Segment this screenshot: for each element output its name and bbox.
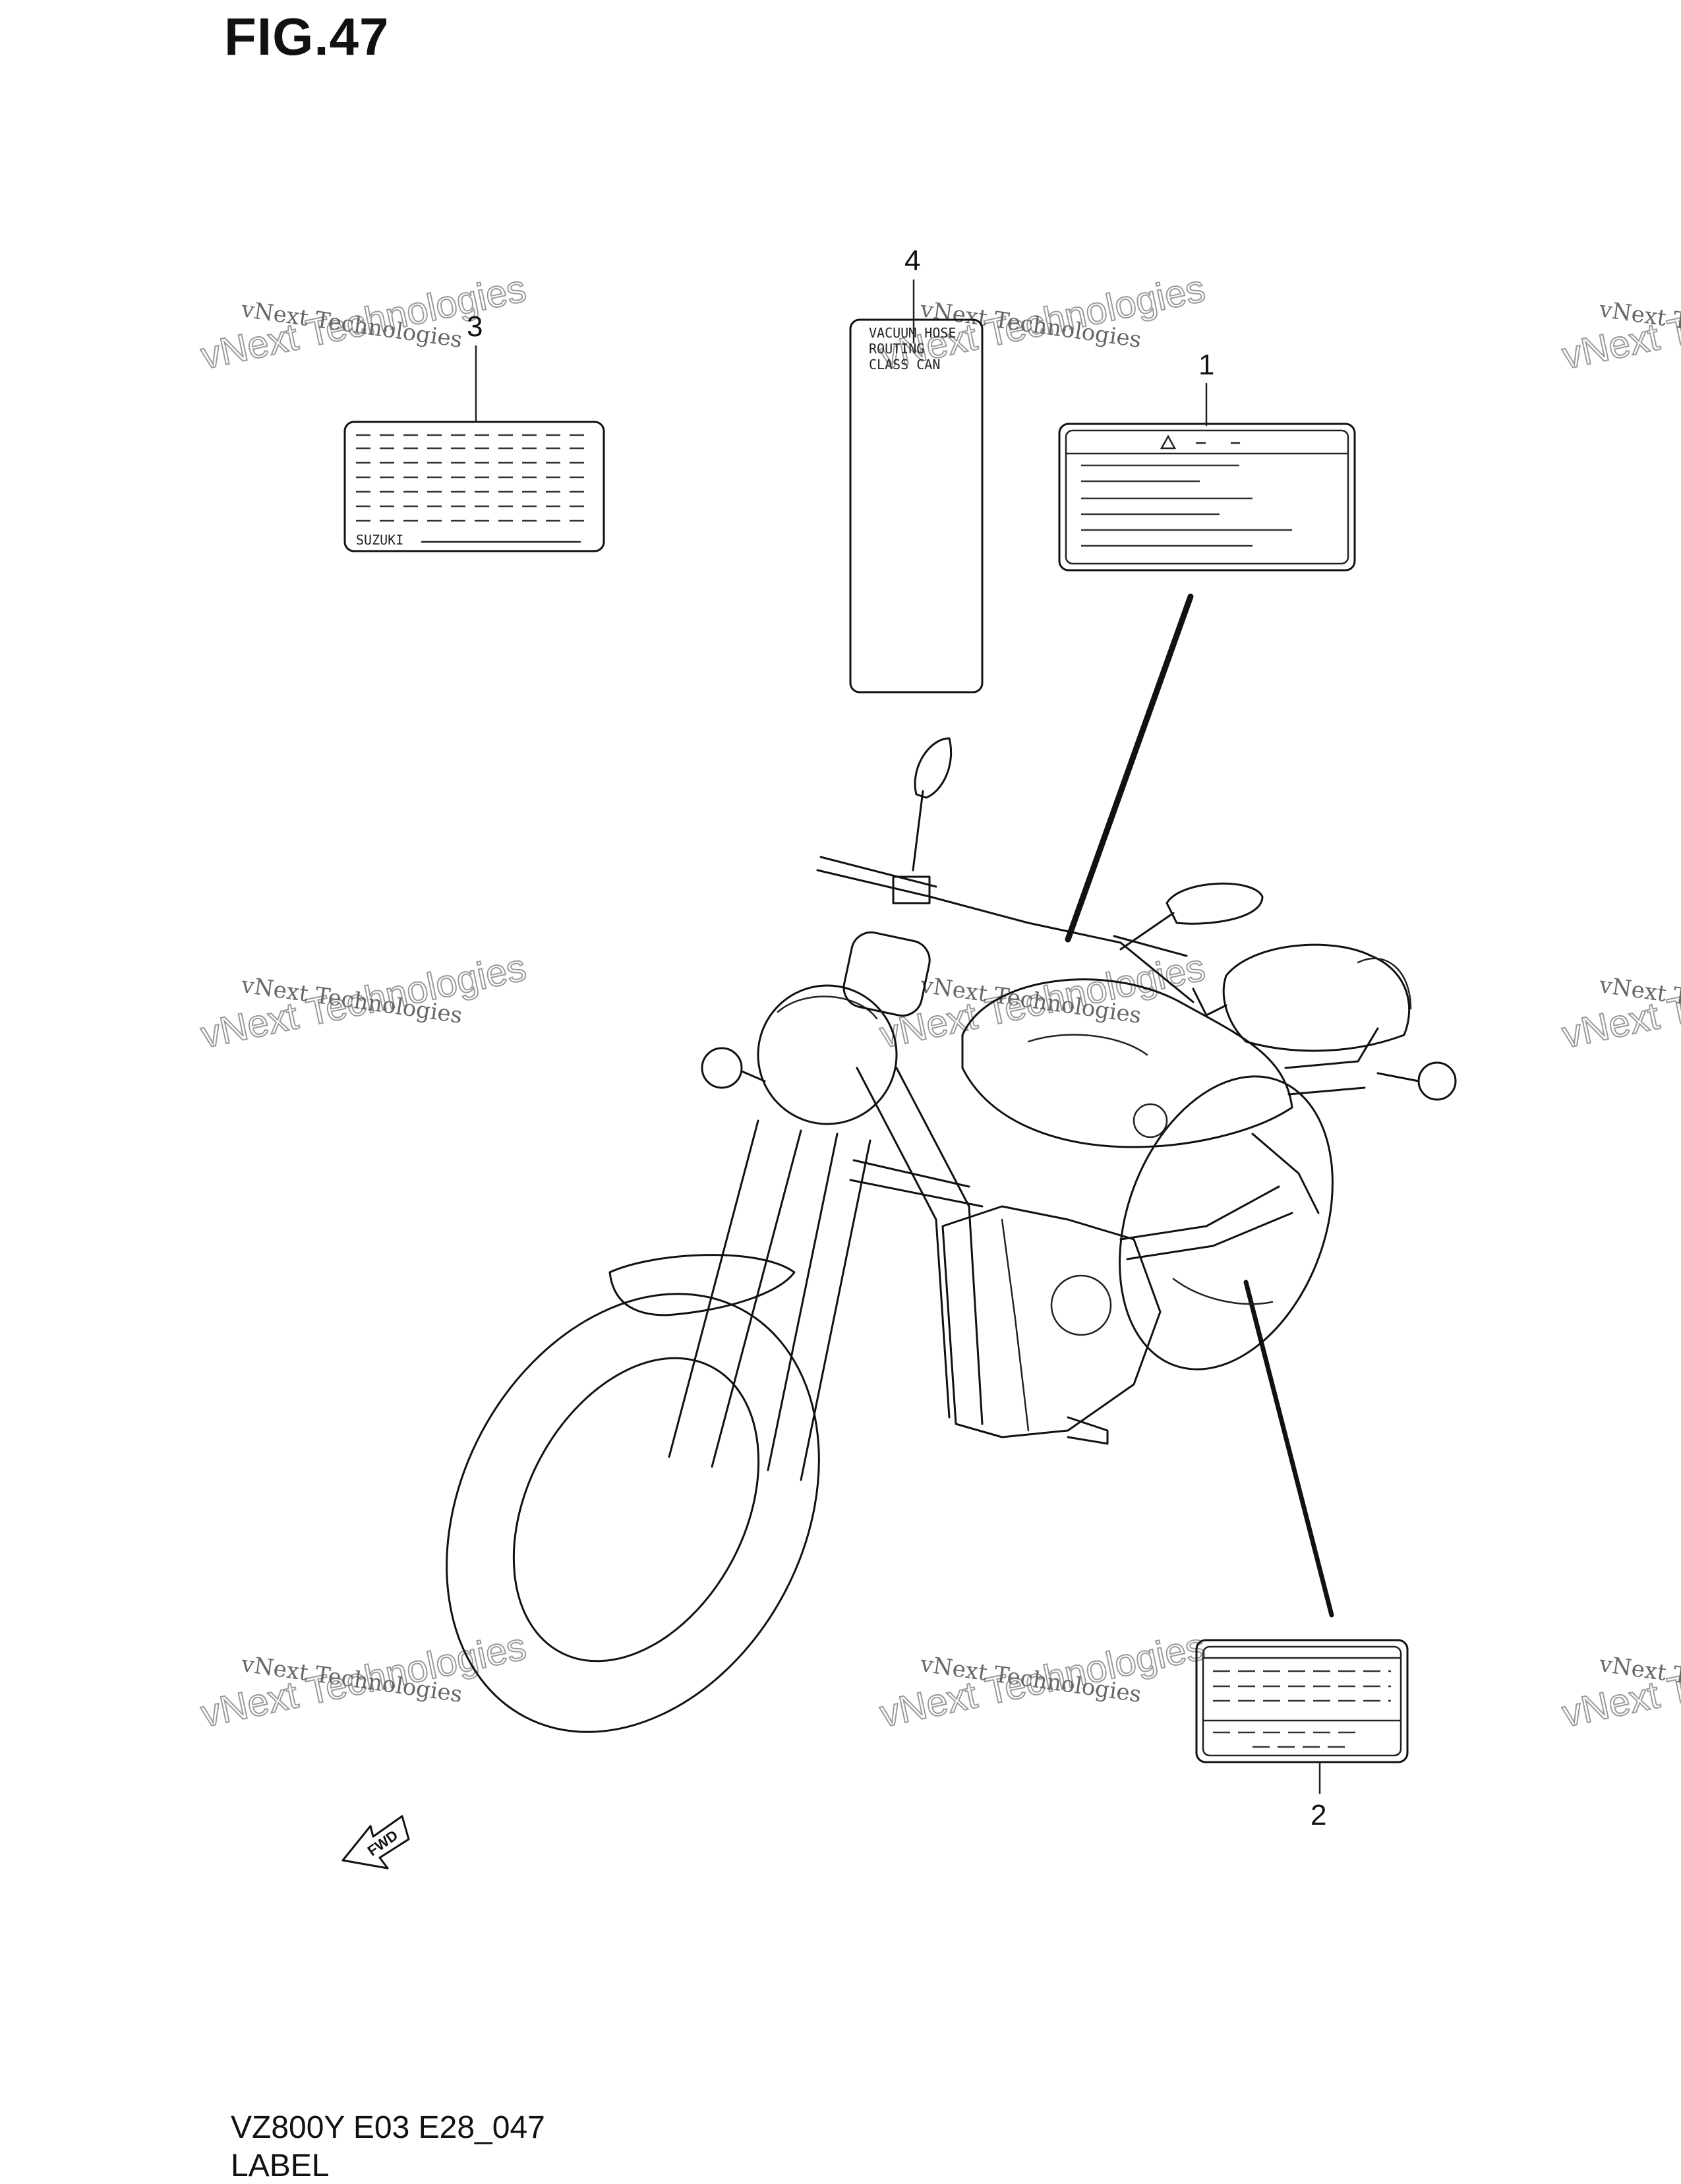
label-1-text-lines [1081, 464, 1292, 547]
right-mirror [1165, 882, 1264, 925]
label-3-brand: SUZUKI [356, 532, 403, 548]
watermark: vNext Technologies vNext Technologies [1558, 1624, 1681, 1736]
front-tire [446, 1293, 820, 1733]
footrest [1067, 1416, 1109, 1445]
watermark: vNext Technologies vNext Technologies [196, 945, 530, 1057]
svg-text:VACUUM HOSE: VACUUM HOSE [869, 325, 956, 341]
svg-text:3: 3 [467, 310, 483, 343]
label-2-outline [1195, 1639, 1409, 1763]
front-rim [512, 1357, 760, 1663]
exhaust-pipe [1119, 1185, 1293, 1260]
left-mirror [914, 737, 953, 799]
label-part-1: 1 [1058, 349, 1356, 572]
diagram-code: VZ800Y E03 E28_047 [231, 2110, 545, 2145]
svg-text:1: 1 [1198, 349, 1214, 381]
forward-direction-arrow: FWD [341, 1815, 410, 1870]
frame-cross [849, 1159, 984, 1208]
seat [1222, 943, 1411, 1052]
diagram-name: LABEL [231, 2148, 330, 2183]
watermark: vNext Technologies vNext Technologies [875, 945, 1209, 1057]
front-fork-left [668, 1119, 802, 1468]
frame-downtube [856, 1067, 984, 1425]
watermark: vNext Technologies vNext Technologies [875, 1624, 1209, 1736]
svg-text:2: 2 [1311, 1799, 1326, 1831]
figure-title: FIG.47 [224, 7, 390, 66]
handlebar [816, 856, 1194, 1003]
svg-text:CLASS CAN: CLASS CAN [869, 357, 940, 372]
watermark: vNext Technologies vNext Technologies [196, 1624, 530, 1736]
left-mirror-stem [912, 790, 924, 871]
right-mirror-stem [1119, 912, 1175, 951]
engine-block [941, 1205, 1162, 1438]
label-3-outline [343, 421, 605, 552]
fwd-arrow-icon [341, 1815, 410, 1870]
svg-text:FWD: FWD [365, 1827, 401, 1859]
fuel-tank [961, 978, 1293, 1148]
rear-turn-signal [1417, 1061, 1457, 1101]
label-part-4: 4 VACUUM HOSE ROUTING CLASS CAN [849, 245, 984, 694]
watermark: vNext Technologies vNext Technologies [1558, 945, 1681, 1057]
label-part-2: 2 [1195, 1639, 1409, 1831]
headlight [757, 984, 898, 1125]
left-turn-signal [701, 1047, 743, 1089]
watermarks: vNext Technologies vNext Technologies vN… [196, 266, 1681, 1736]
svg-text:4: 4 [904, 245, 920, 277]
label-3-text-lines [356, 434, 593, 522]
engine-cover [1050, 1274, 1112, 1336]
svg-text:ROUTING: ROUTING [869, 341, 924, 357]
motorcycle-illustration [446, 737, 1457, 1733]
label-4-outline [849, 318, 984, 694]
rear-tire [1119, 1075, 1334, 1371]
label-part-3: 3 SUZUKI [343, 310, 605, 552]
warning-triangle-icon [1160, 434, 1177, 450]
leader-line-2 [1243, 1280, 1334, 1618]
label-2-text-lines [1213, 1670, 1391, 1748]
meter-housing [842, 931, 931, 1017]
leader-line-1 [1065, 593, 1194, 943]
front-fender [608, 1254, 796, 1316]
label-1-outline [1058, 423, 1356, 572]
watermark: vNext Technologies vNext Technologies [1558, 266, 1681, 378]
front-fork-right [767, 1133, 871, 1481]
